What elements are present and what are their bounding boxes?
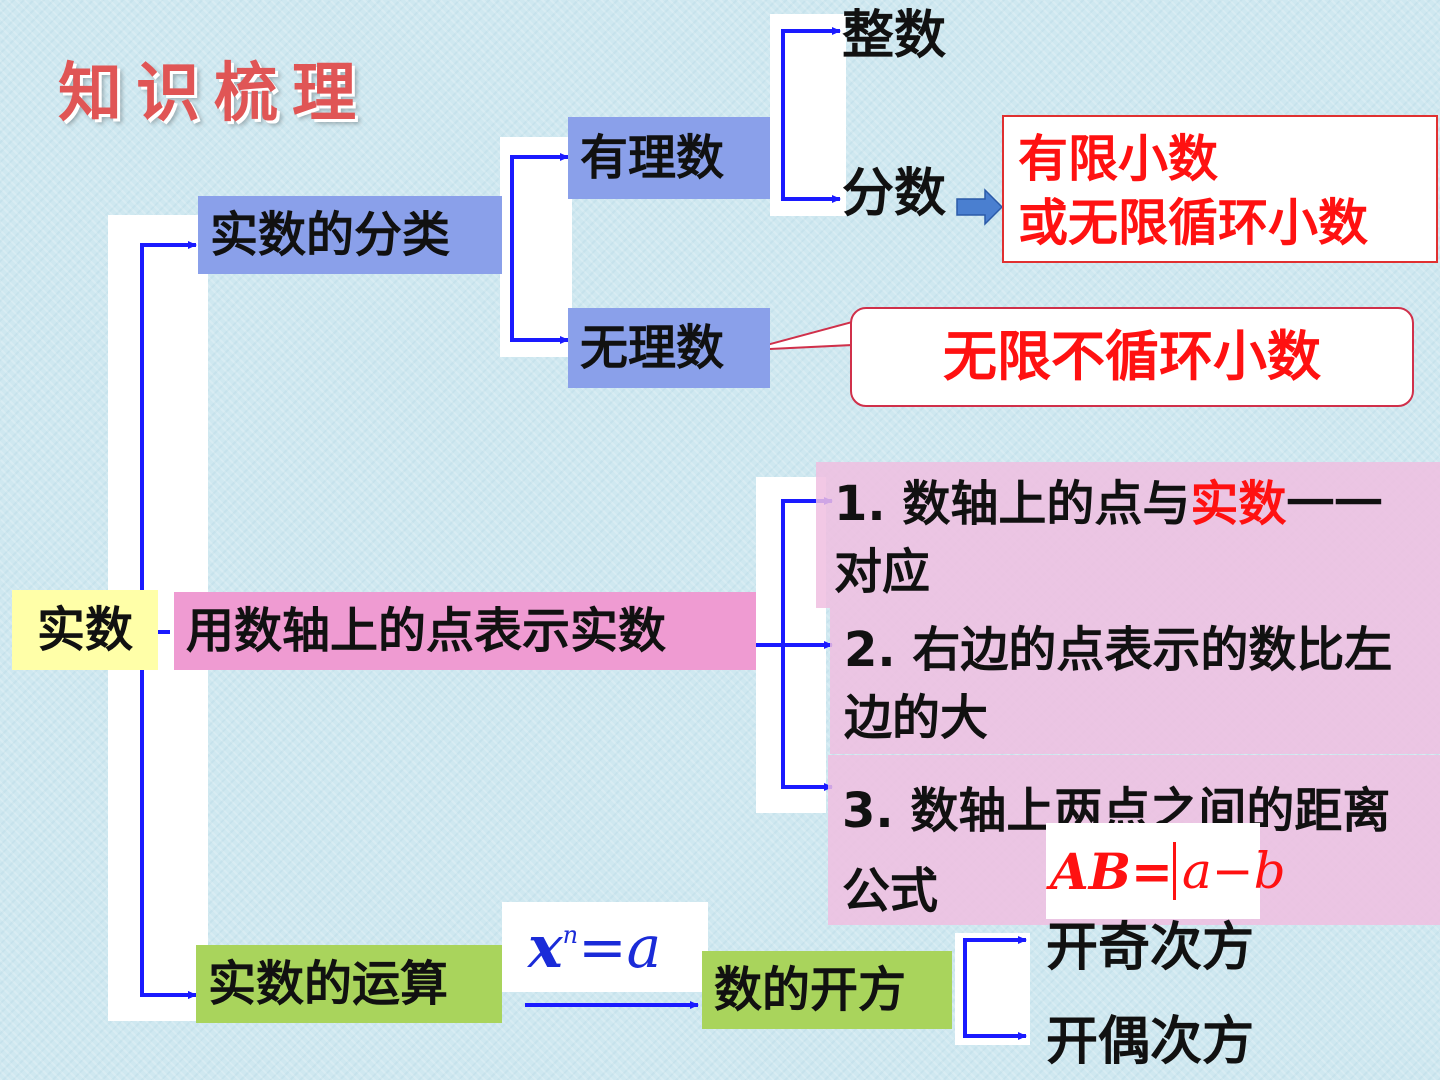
formula-exponent: n [562, 921, 579, 949]
odd-root-node: 开奇次方 [1046, 918, 1255, 978]
fraction-desc-line2: 或无限循环小数 [1018, 194, 1368, 252]
integer-node: 整数 [842, 6, 947, 66]
root-extraction-bracket-panel [955, 933, 1030, 1045]
classification-node: 实数的分类 [198, 196, 502, 274]
formula-rhs: =a [578, 913, 662, 981]
formula-base: x [528, 913, 563, 981]
page-title: 知识梳理 [58, 57, 370, 131]
fraction-description-box: 有限小数 或无限循环小数 [1002, 115, 1438, 263]
irrational-node: 无理数 [568, 308, 770, 388]
formula-lhs: AB= [1050, 841, 1173, 901]
number-line-item-1: 1. 数轴上的点与实数一一对应 [816, 462, 1440, 608]
fraction-node: 分数 [842, 164, 947, 224]
irrational-description-callout: 无限不循环小数 [850, 307, 1414, 407]
irrational-desc: 无限不循环小数 [943, 325, 1321, 388]
distance-formula: AB=a−b [1046, 823, 1286, 919]
number-line-node: 用数轴上的点表示实数 [174, 592, 756, 670]
root-extraction-node: 数的开方 [702, 951, 952, 1029]
item-1-text: 1. 数轴上的点与实数一一对应 [834, 476, 1383, 600]
number-line-item-2: 2. 右边的点表示的数比左边的大 [830, 608, 1440, 754]
item-1-highlight: 实数 [1190, 476, 1287, 532]
item-2-text: 2. 右边的点表示的数比左边的大 [844, 622, 1393, 746]
even-root-node: 开偶次方 [1046, 1012, 1255, 1072]
root-node: 实数 [12, 590, 158, 670]
formula-abs: a−b [1172, 842, 1286, 900]
rational-node: 有理数 [568, 117, 770, 199]
fraction-desc-line1: 有限小数 [1018, 130, 1218, 188]
operations-node: 实数的运算 [196, 945, 502, 1023]
